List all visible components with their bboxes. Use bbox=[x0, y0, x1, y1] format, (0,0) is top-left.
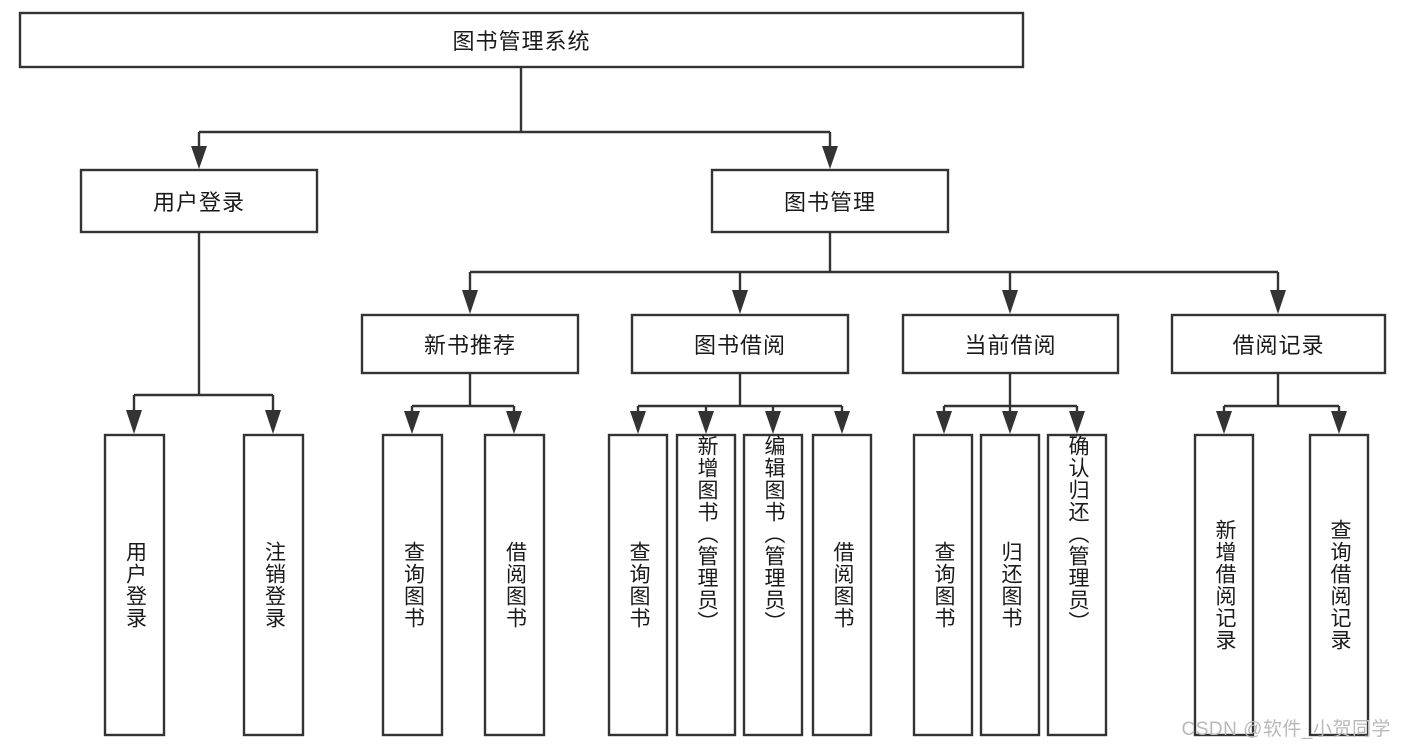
node-box-leaf-cb-return[interactable] bbox=[979, 433, 1041, 737]
node-box-root[interactable] bbox=[18, 11, 1025, 69]
node-box-leaf-bb-query[interactable] bbox=[607, 433, 669, 737]
node-box-book-manage[interactable] bbox=[710, 168, 950, 234]
arrow-to-book-borrow bbox=[732, 290, 748, 314]
node-box-leaf-nb-borrow[interactable] bbox=[483, 433, 546, 737]
node-box-leaf-nb-query[interactable] bbox=[381, 433, 444, 737]
arrow-to-borrow-records bbox=[1270, 290, 1286, 314]
node-box-borrow-records[interactable] bbox=[1170, 313, 1387, 375]
node-box-leaf-cb-query[interactable] bbox=[912, 433, 974, 737]
arrow-leaf-nb-query bbox=[404, 411, 420, 434]
node-box-current-borrow[interactable] bbox=[901, 313, 1120, 375]
node-box-new-book-recommend[interactable] bbox=[360, 313, 580, 375]
node-box-leaf-br-query[interactable] bbox=[1308, 433, 1370, 737]
connector-layer bbox=[126, 67, 1347, 434]
arrow-leaf-cb-query bbox=[936, 411, 952, 434]
arrow-leaf-nb-borrow bbox=[506, 411, 522, 434]
arrow-to-book-manage bbox=[822, 146, 838, 169]
arrow-leaf-br-query bbox=[1331, 411, 1347, 434]
node-box-user-login[interactable] bbox=[79, 168, 319, 234]
arrow-leaf-logout bbox=[265, 410, 281, 434]
arrow-leaf-user-login bbox=[126, 410, 142, 434]
arrow-leaf-br-add bbox=[1216, 411, 1232, 434]
box-layer bbox=[18, 11, 1387, 737]
node-box-leaf-logout[interactable] bbox=[242, 433, 305, 737]
arrow-leaf-bb-edit bbox=[765, 411, 781, 434]
node-box-leaf-bb-edit[interactable] bbox=[742, 433, 804, 737]
arrow-leaf-bb-query bbox=[630, 411, 646, 434]
node-box-book-borrow[interactable] bbox=[630, 313, 850, 375]
arrow-to-user-login bbox=[191, 146, 207, 169]
arrow-to-current-borrow bbox=[1002, 290, 1018, 314]
node-box-leaf-cb-confirm[interactable] bbox=[1046, 433, 1108, 737]
node-box-leaf-bb-add[interactable] bbox=[675, 433, 737, 737]
arrow-leaf-bb-add bbox=[698, 411, 714, 434]
arrow-leaf-cb-return bbox=[1002, 411, 1018, 434]
arrow-to-new-book bbox=[462, 290, 478, 314]
node-box-leaf-br-add[interactable] bbox=[1193, 433, 1255, 737]
arrow-leaf-bb-borrow bbox=[834, 411, 850, 434]
node-box-leaf-bb-borrow[interactable] bbox=[811, 433, 873, 737]
arrow-leaf-cb-confirm bbox=[1069, 411, 1085, 434]
node-box-leaf-user-login[interactable] bbox=[103, 433, 166, 737]
watermark: CSDN @软件_小贺同学 bbox=[1181, 719, 1391, 740]
